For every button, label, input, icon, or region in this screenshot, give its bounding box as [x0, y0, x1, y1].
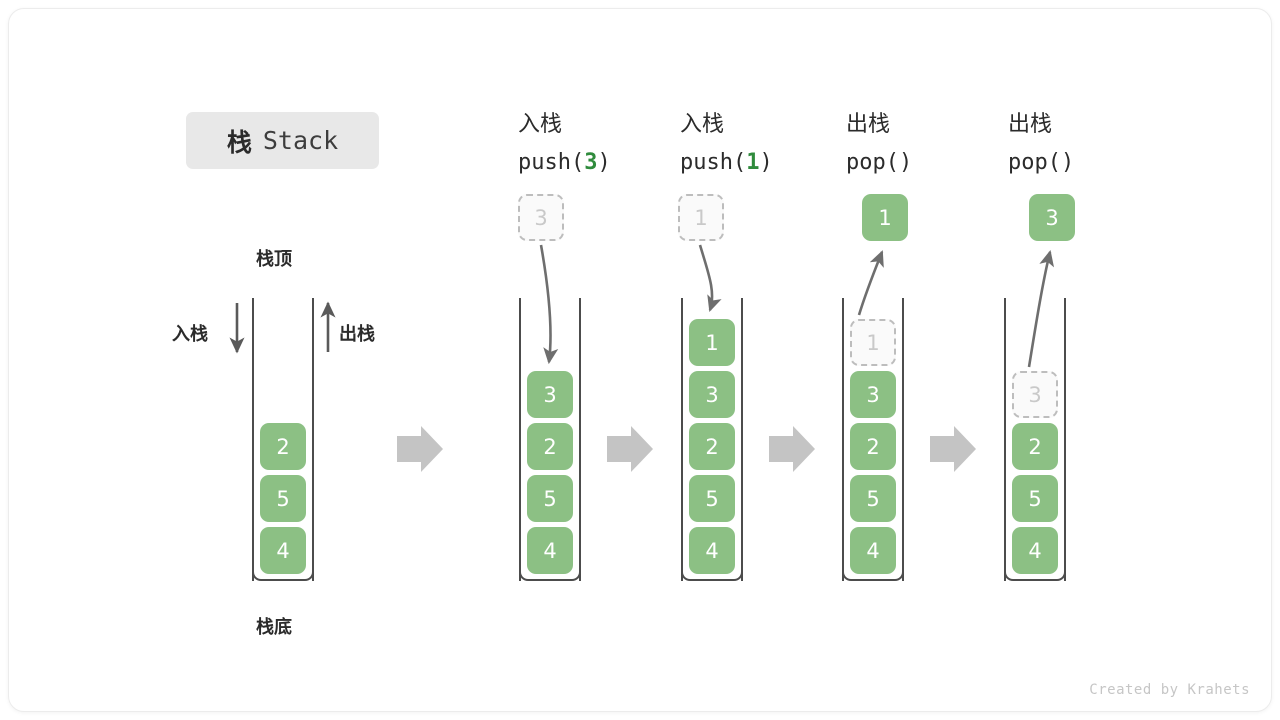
label-pop-side: 出栈	[339, 324, 375, 345]
op-header-pop-1: 出栈 pop()	[846, 106, 1006, 182]
stack-bottom-curve	[681, 565, 743, 581]
stack-cell: 4	[689, 527, 735, 574]
op-code-arg: 3	[584, 150, 598, 175]
stack-bottom-curve	[519, 565, 581, 581]
stack-wall-left	[681, 298, 683, 581]
stack-cell: 4	[260, 527, 306, 574]
op-label-code: push(1)	[680, 144, 840, 182]
op-code-prefix: push(	[680, 150, 747, 175]
op-label-code: pop()	[1008, 144, 1168, 182]
stack-cell: 2	[850, 423, 896, 470]
title-cn: 栈	[226, 127, 252, 157]
stack-wall-left	[519, 298, 521, 581]
op-label-code: pop()	[846, 144, 1006, 182]
op-label-cn: 入栈	[518, 112, 563, 137]
stack-cell: 1	[689, 319, 735, 366]
stack-cell: 2	[260, 423, 306, 470]
stack-bottom-curve	[252, 565, 314, 581]
op-header-push-1: 入栈 push(1)	[680, 106, 840, 182]
stack-wall-right	[1064, 298, 1066, 581]
op-code-prefix: push(	[518, 150, 585, 175]
label-push-side: 入栈	[172, 324, 208, 345]
floating-cell-popped-1: 1	[862, 194, 908, 241]
op-code-prefix: pop(	[846, 150, 899, 175]
title-en: Stack	[262, 126, 339, 155]
op-header-pop-3: 出栈 pop()	[1008, 106, 1168, 182]
op-code-suffix: )	[898, 150, 913, 175]
op-label-code: push(3)	[518, 144, 678, 182]
stack-cell: 4	[527, 527, 573, 574]
op-label-cn: 入栈	[680, 112, 725, 137]
stack-cell: 5	[850, 475, 896, 522]
stack-cell: 5	[689, 475, 735, 522]
stack-cell-ghost: 3	[1012, 371, 1058, 418]
stack-cell: 2	[1012, 423, 1058, 470]
op-code-arg: 1	[746, 150, 760, 175]
diagram-title: 栈 Stack	[186, 112, 379, 169]
stack-cell: 3	[527, 371, 573, 418]
op-header-push-3: 入栈 push(3)	[518, 106, 678, 182]
stack-wall-right	[741, 298, 743, 581]
stack-wall-left	[252, 298, 254, 581]
label-stack-top: 栈顶	[256, 249, 292, 270]
label-stack-bottom: 栈底	[256, 617, 292, 638]
stack-cell-ghost: 1	[850, 319, 896, 366]
stack-cell: 4	[1012, 527, 1058, 574]
stack-wall-left	[1004, 298, 1006, 581]
stack-bottom-curve	[1004, 565, 1066, 581]
op-code-suffix: )	[759, 150, 773, 175]
op-label-cn: 出栈	[1008, 112, 1053, 137]
stack-wall-right	[902, 298, 904, 581]
stack-bottom-curve	[842, 565, 904, 581]
stack-cell: 2	[527, 423, 573, 470]
stack-cell: 5	[260, 475, 306, 522]
floating-cell-incoming-3: 3	[518, 194, 564, 241]
floating-cell-popped-3: 3	[1029, 194, 1075, 241]
stack-wall-right	[312, 298, 314, 581]
stack-cell: 3	[850, 371, 896, 418]
floating-cell-incoming-1: 1	[678, 194, 724, 241]
op-code-prefix: pop(	[1008, 150, 1061, 175]
op-label-cn: 出栈	[846, 112, 891, 137]
stack-cell: 4	[850, 527, 896, 574]
stack-cell: 2	[689, 423, 735, 470]
stack-cell: 3	[689, 371, 735, 418]
op-code-suffix: )	[597, 150, 611, 175]
stack-cell: 5	[527, 475, 573, 522]
op-code-suffix: )	[1060, 150, 1075, 175]
stack-wall-right	[579, 298, 581, 581]
stack-cell: 5	[1012, 475, 1058, 522]
footer-credit: Created by Krahets	[1089, 682, 1250, 698]
stack-wall-left	[842, 298, 844, 581]
